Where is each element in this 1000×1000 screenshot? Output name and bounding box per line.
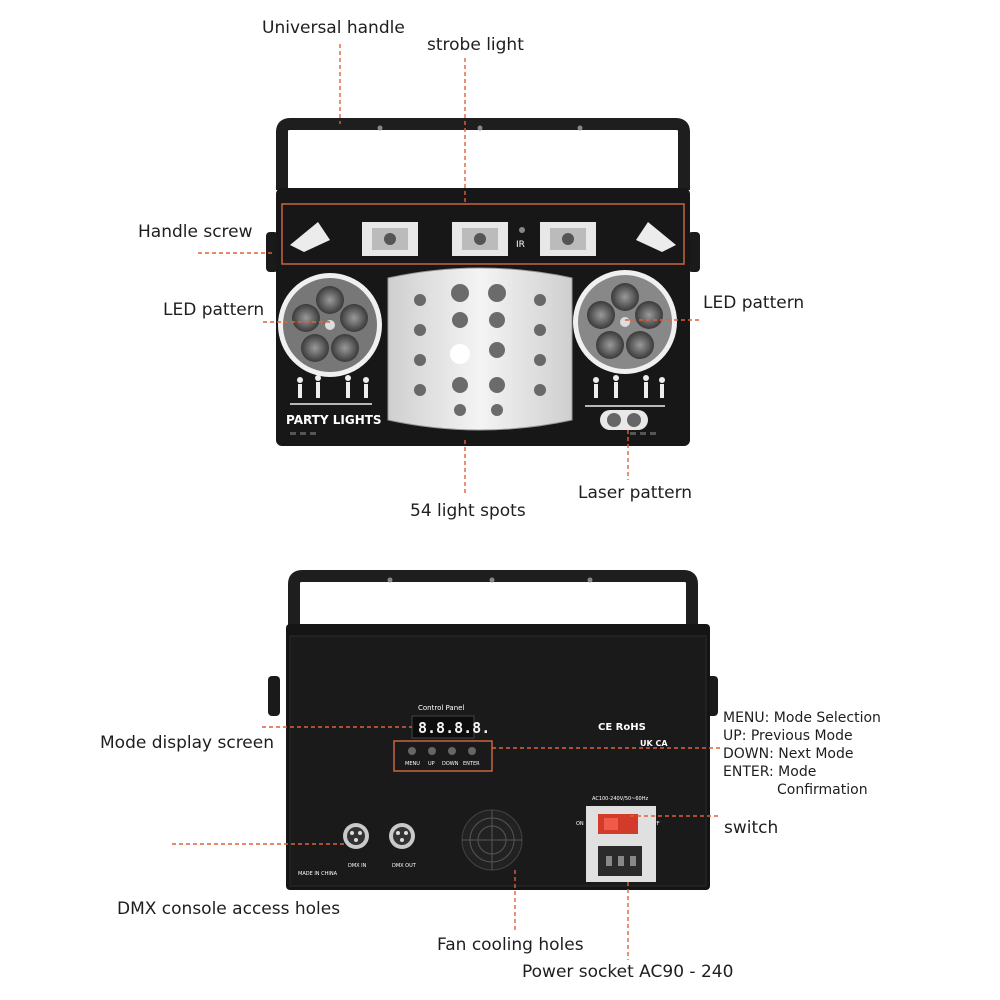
label-led-pattern-left: LED pattern [163, 300, 265, 320]
label-enter-desc: ENTER: Mode [723, 764, 817, 780]
made-in-label: MADE IN CHINA [298, 871, 338, 877]
back-unit: Control Panel 8.8.8.8. MENU UP DOWN ENTE… [268, 570, 718, 890]
label-laser-pattern: Laser pattern [578, 483, 693, 503]
down-button[interactable] [448, 747, 456, 755]
control-panel-title: Control Panel [418, 704, 464, 712]
dmx-out-label: DMX OUT [392, 863, 417, 869]
menu-button[interactable] [408, 747, 416, 755]
led-pattern-right [573, 270, 677, 374]
label-universal-handle: Universal handle [262, 18, 405, 38]
button-label-down: DOWN [442, 761, 459, 767]
universal-handle [276, 118, 690, 190]
power-rating-label: AC100-240V/50~60Hz [592, 796, 648, 802]
switch-on-label: ON [576, 821, 584, 827]
dancer-graphic-left [297, 375, 369, 398]
control-buttons-frame [393, 740, 493, 772]
laser-window [585, 405, 665, 430]
handle-screw-left [266, 232, 278, 272]
front-unit: IR [266, 118, 700, 446]
mode-display-digits: 8.8.8.8. [418, 719, 490, 737]
label-led-pattern-right: LED pattern [703, 293, 805, 313]
label-menu-desc: MENU: Mode Selection [723, 710, 881, 726]
button-label-enter: ENTER [463, 761, 480, 767]
ir-sensor-label: IR [516, 240, 525, 250]
strobe-strip [281, 203, 685, 265]
label-power-socket: Power socket AC90 - 240 [522, 962, 734, 982]
label-fan-holes: Fan cooling holes [437, 935, 584, 955]
label-switch: switch [724, 818, 779, 838]
led-pattern-left [278, 273, 382, 377]
cooling-fan [461, 809, 523, 871]
dmx-in-label: DMX IN [348, 863, 367, 869]
label-strobe-light: strobe light [427, 35, 524, 55]
party-lights-brand: PARTY LIGHTS [286, 413, 382, 427]
label-enter-desc-2: Confirmation [777, 782, 868, 798]
label-dmx-holes: DMX console access holes [117, 899, 341, 919]
enter-button[interactable] [468, 747, 476, 755]
label-handle-screw: Handle screw [138, 222, 253, 242]
strobe-lights [362, 222, 596, 256]
button-label-menu: MENU [405, 761, 420, 767]
dmx-out-socket [389, 823, 415, 849]
ukca-mark: UK CA [640, 739, 668, 748]
back-handle [288, 570, 698, 640]
leader-lines [172, 44, 720, 960]
cert-marks: CE RoHS [598, 722, 646, 733]
button-label-up: UP [428, 761, 435, 767]
dancer-graphic-right [593, 375, 665, 398]
label-down-desc: DOWN: Next Mode [723, 746, 854, 762]
label-light-spots: 54 light spots [410, 501, 526, 521]
light-spots-dome [387, 267, 573, 431]
up-button[interactable] [428, 747, 436, 755]
label-mode-display: Mode display screen [100, 733, 275, 753]
handle-screw-right [688, 232, 700, 272]
label-up-desc: UP: Previous Mode [723, 728, 853, 744]
dmx-in-socket [343, 823, 369, 849]
